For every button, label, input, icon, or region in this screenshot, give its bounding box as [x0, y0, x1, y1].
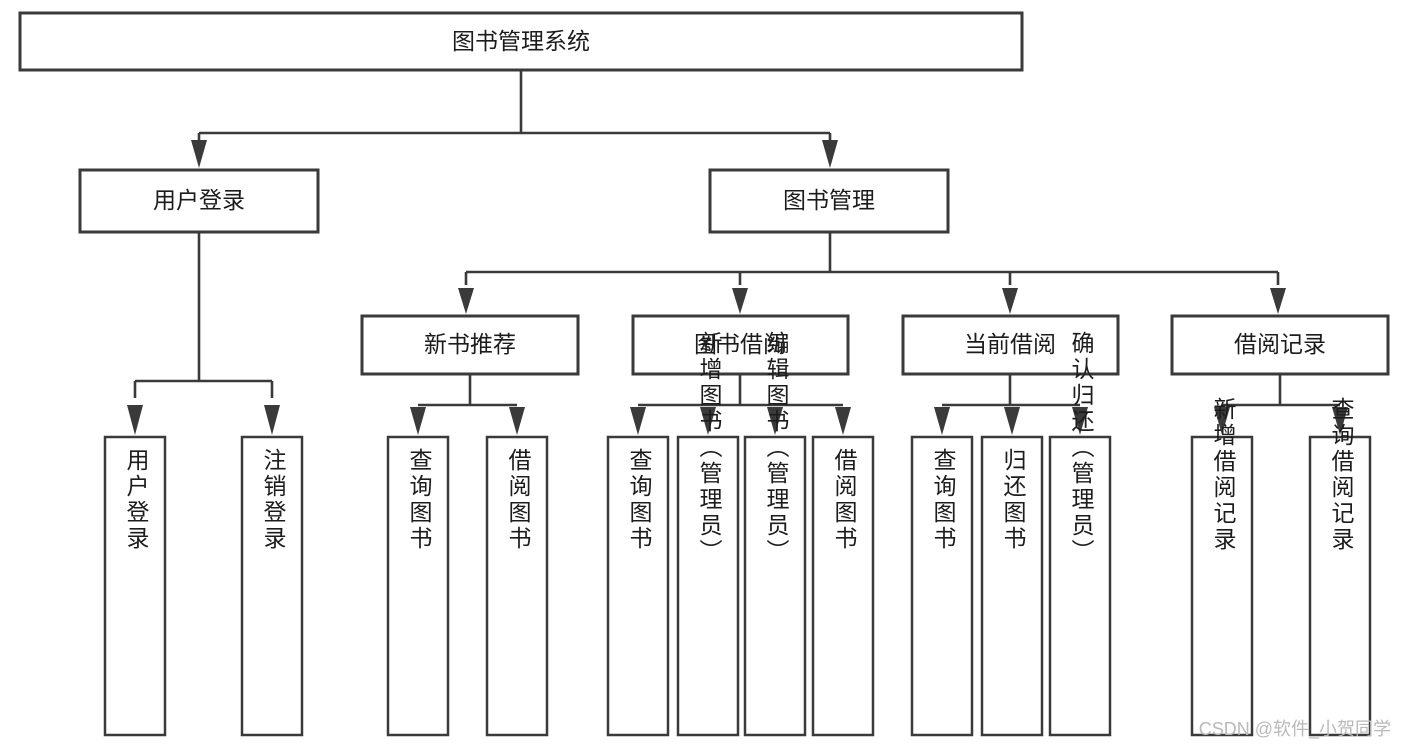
node-borrow-record-box[interactable]	[1170, 314, 1390, 376]
node-leaf-cur-query-book-label: 查询图书	[930, 448, 957, 552]
node-leaf-cur-confirm-return-box[interactable]	[1048, 435, 1112, 737]
node-leaf-user-logout-label: 注销登录	[260, 448, 287, 552]
node-leaf-cur-query-book[interactable]: 查询图书	[910, 435, 974, 737]
edge-group-current-borrow-to-leaves	[934, 374, 1088, 435]
node-leaf-borrow-add-book[interactable]: 新增图书（管理员）	[676, 331, 740, 737]
node-user-login[interactable]: 用户登录	[78, 168, 320, 234]
node-new-book-recommend-label: 新书推荐	[424, 331, 516, 357]
arrow-head-icon	[835, 407, 851, 435]
node-leaf-user-logout[interactable]: 注销登录	[240, 435, 304, 737]
node-leaf-borrow-query-book-label: 查询图书	[626, 448, 653, 552]
arrow-head-icon	[191, 140, 207, 168]
node-leaf-borrow-edit-book-box[interactable]	[743, 435, 807, 737]
edge-group-root-to-level2	[191, 70, 838, 168]
arrow-head-icon	[1270, 288, 1286, 314]
edge-group-borrow-record-to-leaves	[1214, 374, 1348, 435]
edge-group-book-manage-to-level3	[458, 232, 1286, 314]
node-leaf-rec-borrow-book-box[interactable]	[485, 435, 549, 737]
node-new-book-recommend-box[interactable]	[360, 314, 580, 376]
node-leaf-rec-borrow-book-label: 借阅图书	[505, 448, 532, 552]
node-leaf-borrow-add-book-label: 新增图书（管理员）	[696, 331, 723, 565]
node-leaf-cur-return-book[interactable]: 归还图书	[980, 435, 1044, 737]
arrow-head-icon	[1332, 407, 1348, 435]
arrow-head-icon	[732, 288, 748, 314]
arrow-head-icon	[767, 407, 783, 435]
node-leaf-cur-confirm-return[interactable]: 确认归还（管理员）	[1048, 331, 1112, 737]
node-current-borrow-box[interactable]	[901, 314, 1120, 376]
node-current-borrow-label: 当前借阅	[964, 331, 1056, 357]
node-leaf-rec-borrow-book[interactable]: 借阅图书	[485, 435, 549, 737]
node-root[interactable]: 图书管理系统	[18, 11, 1024, 72]
arrow-head-icon	[1214, 407, 1230, 435]
arrow-head-icon	[822, 140, 838, 168]
node-leaf-borrow-query-book-box[interactable]	[606, 435, 670, 737]
node-leaf-rec-add-record-label: 新增借阅记录	[1210, 397, 1237, 553]
arrow-head-icon	[458, 288, 474, 314]
node-leaf-borrow-borrow-book-label: 借阅图书	[831, 448, 858, 552]
node-book-borrow[interactable]: 图书借阅	[631, 314, 850, 376]
node-leaf-user-login[interactable]: 用户登录	[103, 435, 167, 737]
node-leaf-rec-query-book[interactable]: 查询图书	[386, 435, 450, 737]
arrow-head-icon	[630, 407, 646, 435]
arrow-head-icon	[264, 405, 280, 435]
arrow-head-icon	[509, 407, 525, 435]
node-borrow-record-label: 借阅记录	[1234, 331, 1326, 357]
node-new-book-recommend[interactable]: 新书推荐	[360, 314, 580, 376]
node-leaf-borrow-query-book[interactable]: 查询图书	[606, 435, 670, 737]
node-current-borrow[interactable]: 当前借阅	[901, 314, 1120, 376]
node-leaf-cur-return-book-label: 归还图书	[1000, 448, 1027, 552]
node-leaf-rec-query-book-box[interactable]	[386, 435, 450, 737]
node-root-label: 图书管理系统	[452, 28, 590, 54]
arrow-head-icon	[1002, 288, 1018, 314]
node-leaf-borrow-edit-book[interactable]: 编辑图书（管理员）	[743, 331, 807, 737]
node-root-box[interactable]	[18, 11, 1024, 72]
edge-group-new-book-recommend-to-leaves	[410, 374, 525, 435]
node-book-manage-label: 图书管理	[783, 187, 875, 213]
arrow-head-icon	[934, 407, 950, 435]
arrow-head-icon	[410, 407, 426, 435]
arrow-head-icon	[1072, 407, 1088, 435]
node-leaf-rec-query-record-box[interactable]	[1308, 435, 1372, 737]
node-book-borrow-box[interactable]	[631, 314, 850, 376]
node-leaf-rec-query-book-label: 查询图书	[406, 448, 433, 552]
node-leaf-borrow-edit-book-label: 编辑图书（管理员）	[763, 331, 790, 565]
node-leaf-cur-query-book-box[interactable]	[910, 435, 974, 737]
node-leaf-user-login-label: 用户登录	[123, 448, 150, 552]
node-book-manage-box[interactable]	[708, 168, 950, 234]
node-leaf-cur-confirm-return-label: 确认归还（管理员）	[1068, 331, 1095, 565]
node-leaf-rec-add-record[interactable]: 新增借阅记录	[1190, 397, 1254, 737]
arrow-head-icon	[700, 407, 716, 435]
node-borrow-record[interactable]: 借阅记录	[1170, 314, 1390, 376]
node-book-manage[interactable]: 图书管理	[708, 168, 950, 234]
node-leaf-user-login-box[interactable]	[103, 435, 167, 737]
edge-group-book-borrow-to-leaves	[630, 374, 851, 435]
node-leaf-borrow-borrow-book[interactable]: 借阅图书	[811, 435, 875, 737]
arrow-head-icon	[127, 405, 143, 435]
node-user-login-label: 用户登录	[153, 187, 245, 213]
node-leaf-cur-return-book-box[interactable]	[980, 435, 1044, 737]
node-leaf-borrow-borrow-book-box[interactable]	[811, 435, 875, 737]
node-leaf-borrow-add-book-box[interactable]	[676, 435, 740, 737]
node-book-borrow-label: 图书借阅	[694, 331, 786, 357]
edge-group-user-login-to-leaves	[127, 232, 280, 435]
node-leaf-rec-query-record-label: 查询借阅记录	[1328, 397, 1355, 553]
node-leaf-rec-query-record[interactable]: 查询借阅记录	[1308, 397, 1372, 737]
node-user-login-box[interactable]	[78, 168, 320, 234]
node-leaf-rec-add-record-box[interactable]	[1190, 435, 1254, 737]
node-leaf-user-logout-box[interactable]	[240, 435, 304, 737]
arrow-head-icon	[1004, 407, 1020, 435]
